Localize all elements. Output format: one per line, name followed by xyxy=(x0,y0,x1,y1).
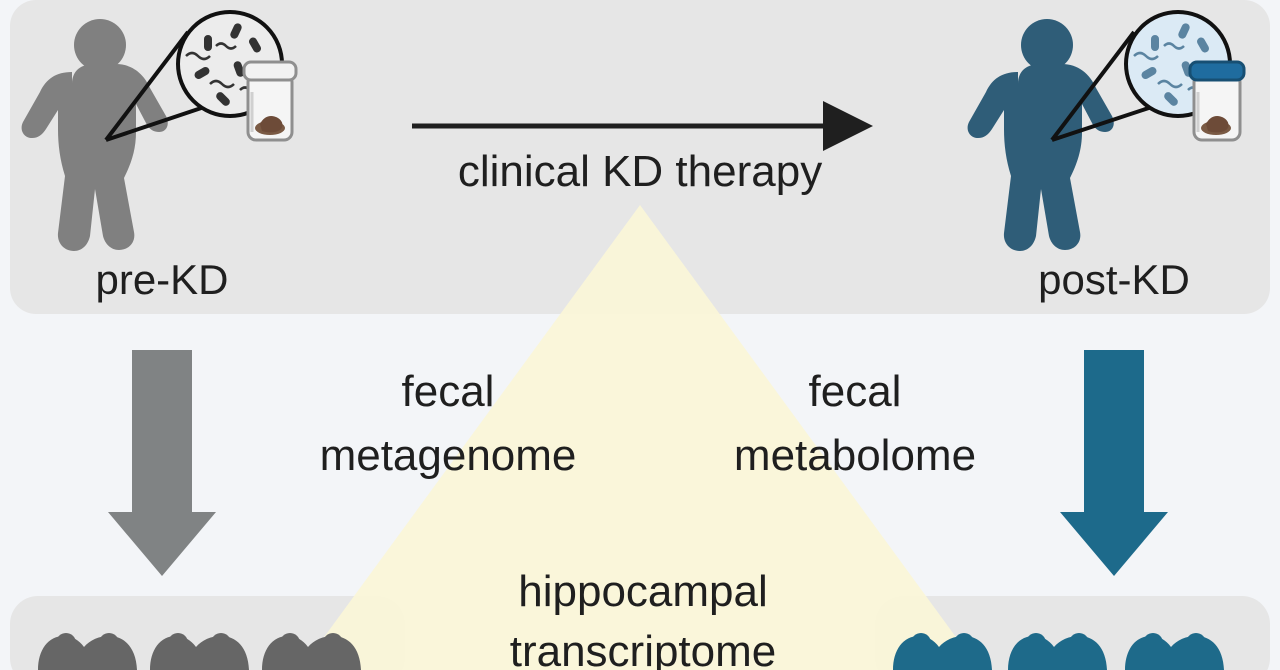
top-panel xyxy=(10,0,1270,314)
post-kd-down-arrow xyxy=(1060,350,1168,576)
triangle-right-line2: metabolome xyxy=(734,431,976,480)
pre-kd-mouse-icon xyxy=(262,633,361,670)
omics-triangle xyxy=(300,205,980,670)
pre-kd-mouse-icon xyxy=(38,633,137,670)
pre-kd-label: pre-KD xyxy=(95,256,228,303)
post-kd-mouse-icon xyxy=(1125,633,1224,670)
post-kd-label: post-KD xyxy=(1038,256,1190,303)
pre-kd-down-arrow xyxy=(108,350,216,576)
pre-kd-mouse-icon xyxy=(150,633,249,670)
triangle-left-line1: fecal xyxy=(402,367,495,416)
post-kd-sample-jar-icon xyxy=(1188,60,1246,142)
triangle-left-line2: metagenome xyxy=(320,431,577,480)
triangle-right-line1: fecal xyxy=(809,367,902,416)
triangle-bottom-line2: transcriptome xyxy=(510,627,777,670)
pre-kd-sample-jar-icon xyxy=(242,60,298,142)
post-kd-person-icon xyxy=(967,19,1114,251)
post-kd-mouse-icon xyxy=(1008,633,1107,670)
therapy-label: clinical KD therapy xyxy=(458,147,822,196)
post-kd-mouse-icon xyxy=(893,633,992,670)
triangle-bottom-line1: hippocampal xyxy=(518,567,768,616)
pre-kd-person-icon xyxy=(21,19,168,251)
